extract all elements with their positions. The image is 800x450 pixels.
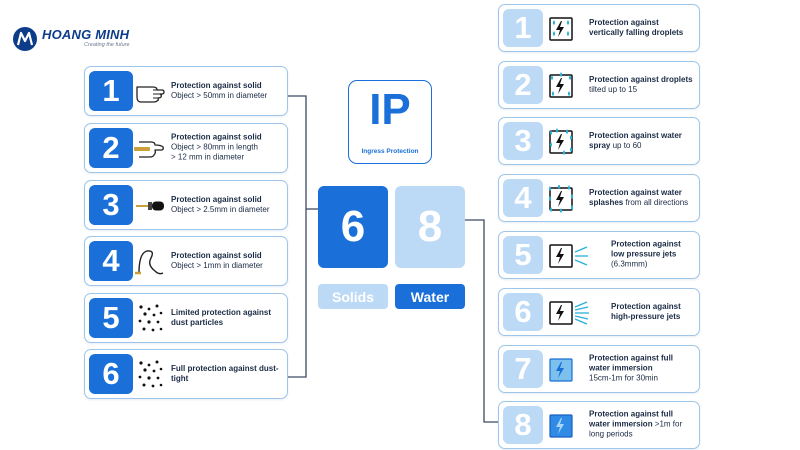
description-line: Object > 1mm in diameter (171, 261, 263, 270)
description-bold: Protection against vertically falling dr… (589, 17, 684, 37)
description-detail: up to 60 (610, 141, 642, 150)
water-level-description: Protection against water splashes from a… (589, 188, 695, 208)
solids-level-description: Full protection against dust-tight (171, 364, 283, 384)
description-bold: Protection against solid (171, 132, 262, 142)
description-bold: Limited protection against dust particle… (171, 307, 272, 327)
description-bold: Protection against solid (171, 250, 262, 260)
water-level-description: Protection against droplets tilted up to… (589, 75, 695, 95)
vertical-drops-icon (547, 15, 575, 48)
water-label: Water (395, 284, 465, 309)
water-level-number: 4 (503, 179, 543, 217)
solids-digit: 6 (318, 186, 388, 268)
solids-level-6: 6 Full protection against dust-tight (84, 349, 288, 399)
description-bold: Protection against water spray (589, 130, 682, 150)
low-pressure-jet-icon (547, 242, 591, 275)
tilted-drops-icon (547, 72, 575, 105)
description-detail: from all directions (623, 198, 689, 207)
immersion-icon (547, 356, 575, 389)
solids-level-number: 4 (89, 241, 133, 281)
description-line: 15cm-1m for 30min (589, 374, 658, 384)
dust-icon (133, 302, 167, 341)
description-bold: Protection against full water immersion (589, 353, 674, 373)
solids-level-number: 2 (89, 128, 133, 168)
description-bold: Protection against high-pressure jets (611, 301, 681, 321)
water-level-7: 7 Protection against full water immersion… (498, 345, 700, 393)
description-bold: Protection against full water immersion (589, 409, 674, 429)
description-bold: Full protection against dust-tight (171, 363, 279, 383)
water-level-8: 8 Protection against full water immersion… (498, 401, 700, 449)
water-level-description: Protection against full water immersion … (589, 410, 695, 441)
water-level-2: 2 Protection against droplets tilted up t… (498, 61, 700, 109)
description-line: Object > 2.5mm in diameter (171, 205, 270, 214)
description-line: (6.3mmm) (611, 260, 648, 270)
ip-title: IP (369, 85, 411, 134)
description-detail: >1m for long periods (589, 419, 683, 440)
solids-level-number: 6 (89, 354, 133, 394)
water-level-number: 2 (503, 66, 543, 104)
description-bold: Protection against water splashes (589, 187, 682, 207)
description-bold: Protection against solid (171, 194, 262, 204)
ip-subtitle: Ingress Protection (361, 148, 419, 155)
finger-icon (133, 132, 167, 171)
description-bold: Protection against low pressure jets (611, 239, 681, 259)
brand-logo: HOANG MINH Creating the future (12, 26, 172, 52)
hm-logo-icon (13, 27, 37, 51)
solids-label: Solids (318, 284, 388, 309)
water-level-description: Protection against vertically falling dr… (589, 18, 695, 38)
description-line: Object > 80mm in length (171, 142, 258, 152)
solids-level-description: Limited protection against dust particle… (171, 308, 283, 328)
solids-level-number: 5 (89, 298, 133, 338)
solids-level-number: 1 (89, 71, 133, 111)
water-level-4: 4 Protection against water splashes from … (498, 174, 700, 222)
water-level-description: Protection against water spray up to 60 (589, 131, 695, 151)
wire-icon (133, 245, 167, 284)
water-level-6: 6 Protection against high-pressure jets (498, 288, 700, 336)
water-level-3: 3 Protection against water spray up to 60 (498, 117, 700, 165)
screwdriver-icon (133, 189, 167, 228)
water-level-number: 7 (503, 350, 543, 388)
dust-icon (133, 358, 167, 397)
description-detail: tilted up to 15 (589, 85, 638, 94)
description-bold: Protection against droplets (589, 74, 693, 84)
high-pressure-jet-icon (547, 299, 591, 332)
water-level-number: 8 (503, 406, 543, 444)
solids-level-number: 3 (89, 185, 133, 225)
spray-icon (547, 128, 575, 161)
ip-card: IP Ingress Protection (348, 80, 432, 164)
brand-name: HOANG MINH (42, 27, 130, 42)
water-level-number: 6 (503, 293, 543, 331)
brand-tagline: Creating the future (84, 42, 130, 48)
water-level-description: Protection against low pressure jets(6.3… (611, 240, 695, 271)
water-level-description: Protection against high-pressure jets (611, 302, 695, 322)
hand-icon (133, 75, 167, 114)
water-level-1: 1 Protection against vertically falling d… (498, 4, 700, 52)
description-bold: Protection against solid (171, 80, 262, 90)
water-level-5: 5 Protection against low pressure jets(6.… (498, 231, 700, 279)
deep-immersion-icon (547, 412, 575, 445)
description-line: Object > 50mm in diameter (171, 91, 268, 100)
water-level-number: 5 (503, 236, 543, 274)
water-level-number: 1 (503, 9, 543, 47)
solids-level-5: 5 Limited protection against dust particl… (84, 293, 288, 343)
description-line: > 12 mm in diameter (171, 153, 245, 163)
splash-icon (547, 184, 575, 218)
water-level-number: 3 (503, 122, 543, 160)
water-digit: 8 (395, 186, 465, 268)
